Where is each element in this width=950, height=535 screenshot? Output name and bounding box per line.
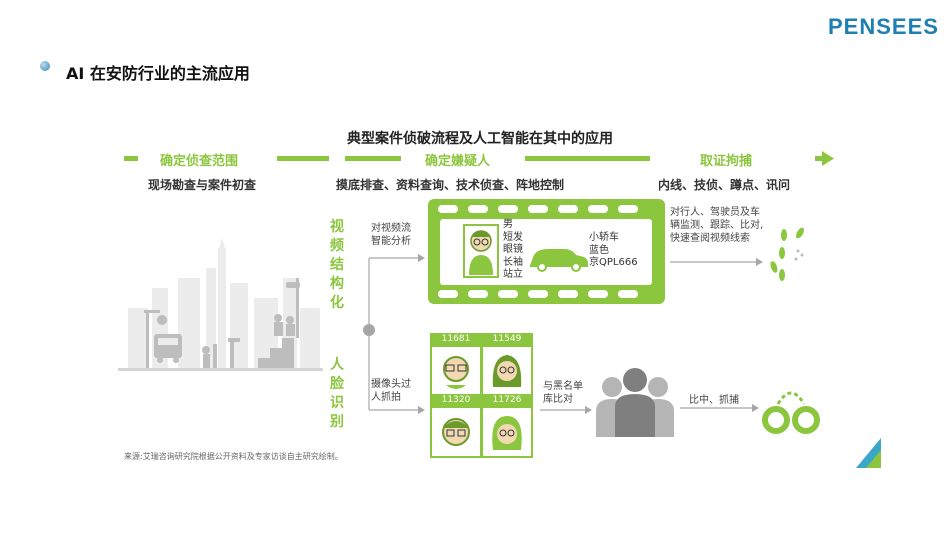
stage-bar-segment (815, 156, 825, 161)
page-title: AI 在安防行业的主流应用 (66, 64, 250, 83)
face-icon (481, 406, 533, 458)
person-icon (463, 224, 499, 278)
stage-bar-segment (277, 156, 329, 161)
face-card: 11726 (481, 394, 533, 458)
face-id: 11681 (430, 333, 482, 345)
face-id: 11320 (430, 394, 482, 406)
diagram-title: 典型案件侦破流程及人工智能在其中的应用 (347, 131, 613, 147)
stage-3-sub: 内线、技侦、蹲点、讯问 (658, 178, 791, 192)
face-id: 11549 (481, 333, 533, 345)
stage-3-label: 取证拘捕 (700, 154, 753, 169)
result-note: 比中、抓捕 (689, 395, 739, 406)
stage-2-sub: 摸底排查、资料查询、技术侦查、阵地控制 (336, 178, 565, 192)
face-card: 11549 (481, 333, 533, 397)
pensees-logo: PENSEES (828, 14, 939, 39)
crowd-icon (596, 368, 674, 437)
car-icon (530, 249, 588, 272)
video-structuring-label: 视 频 结 构 化 (330, 219, 344, 311)
stage-bar-segment (124, 156, 138, 161)
face-icon (430, 345, 482, 397)
footprints-icon (770, 227, 804, 281)
person-attributes: 男 短发 眼镜 长袖 站立 (503, 219, 523, 280)
corner-decoration (856, 438, 881, 468)
face-icon (430, 406, 482, 458)
stage-1-sub: 现场勘查与案件初查 (148, 178, 257, 192)
face-recognition-label: 人 脸 识 别 (330, 357, 344, 430)
face-id: 11726 (481, 394, 533, 406)
source-note: 来源:艾瑞咨询研究院根据公开资料及专家访谈自主研究绘制。 (124, 452, 343, 461)
film-strip-icon (428, 199, 665, 304)
video-note: 对视频流 智能分析 (371, 223, 411, 247)
face-card: 11320 (430, 394, 482, 458)
stage-1-label: 确定侦查范围 (160, 154, 239, 169)
face-icon (481, 345, 533, 397)
face-note: 摄像头过 人抓拍 (371, 379, 411, 403)
stage-bar-segment (345, 156, 401, 161)
city-scene-icon (118, 238, 323, 371)
stage-2-label: 确定嫌疑人 (425, 154, 491, 169)
compare-note: 与黑名单 库比对 (543, 381, 583, 405)
car-attributes: 小轿车 蓝色 京QPL666 (589, 232, 638, 268)
face-card: 11681 (430, 333, 482, 397)
stage-bar-segment (525, 156, 650, 161)
stage-arrow-icon (822, 151, 834, 166)
bullet-icon (40, 61, 50, 71)
handcuffs-icon (762, 391, 820, 434)
tracking-note: 对行人、驾驶员及车 辆监测、跟踪、比对, 快速查阅视频线索 (670, 207, 764, 244)
